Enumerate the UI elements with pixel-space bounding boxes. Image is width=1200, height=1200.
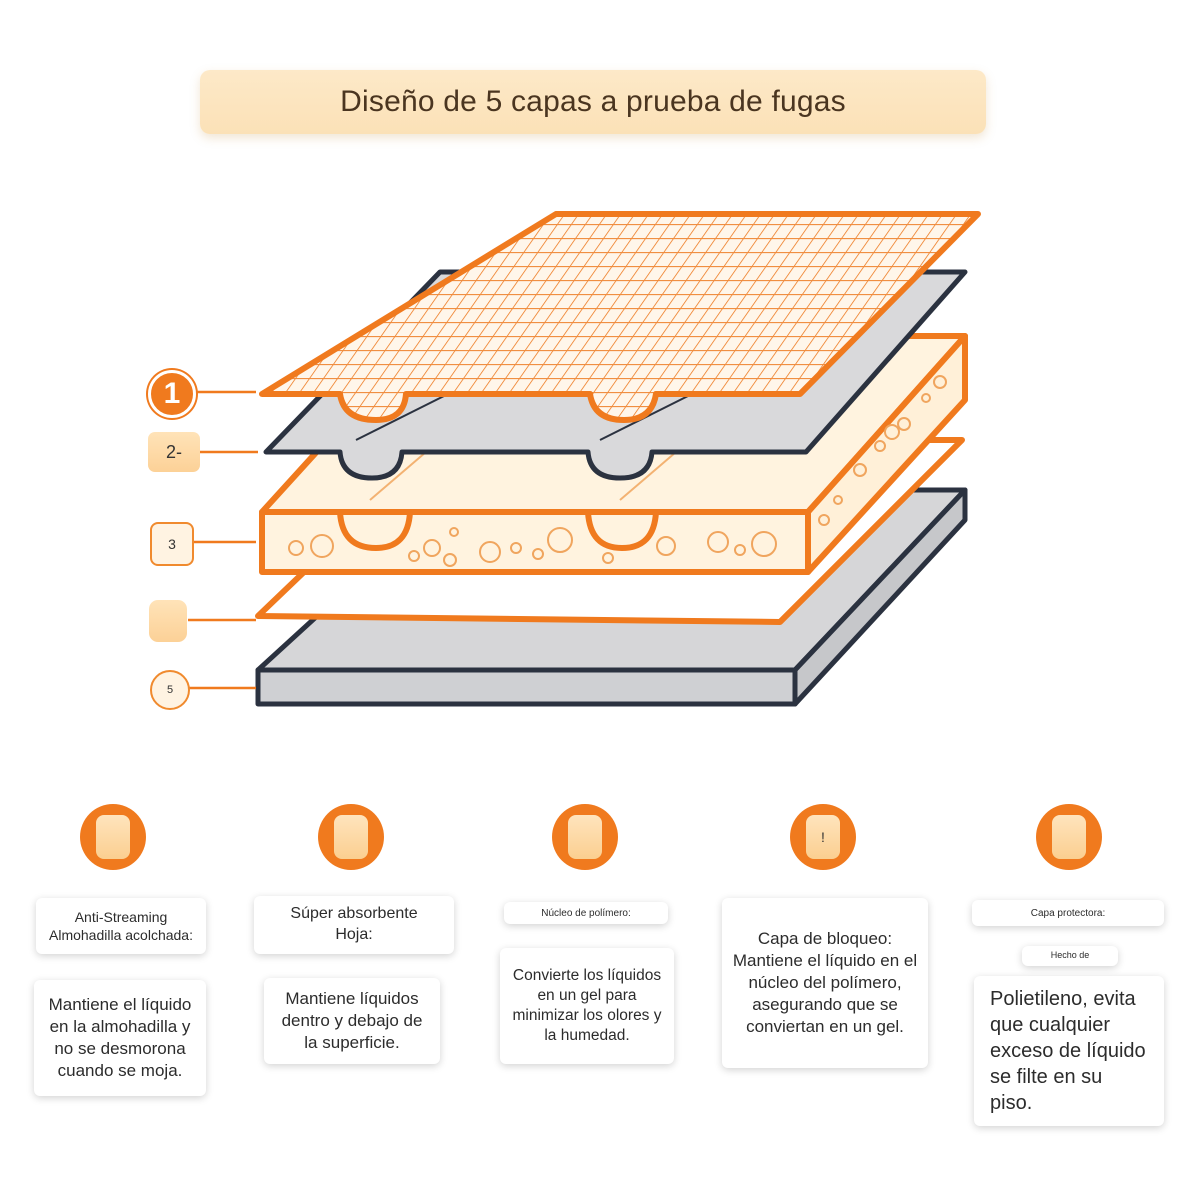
marker-layer-3: 3 bbox=[150, 522, 194, 566]
feature-2-label-line-1: Súper absorbente bbox=[290, 905, 418, 923]
marker-layer-2: 2- bbox=[148, 432, 200, 472]
layer-1-top-mesh bbox=[259, 211, 981, 423]
feature-3-icon bbox=[552, 804, 618, 870]
feature-4-icon-glyph: ! bbox=[806, 815, 840, 859]
feature-5-sub-label: Hecho de bbox=[1022, 946, 1118, 966]
feature-2-icon-glyph bbox=[334, 815, 368, 859]
feature-3-label: Núcleo de polímero: bbox=[504, 902, 668, 924]
feature-2-description: Mantiene líquidos dentro y debajo de la … bbox=[264, 978, 440, 1064]
feature-2-label: Súper absorbente Hoja: bbox=[254, 896, 454, 954]
feature-5-description: Polietileno, evita que cualquier exceso … bbox=[974, 976, 1164, 1126]
feature-5-icon-glyph bbox=[1052, 815, 1086, 859]
feature-5-icon bbox=[1036, 804, 1102, 870]
marker-layer-1: 1 bbox=[148, 370, 196, 418]
marker-layer-4 bbox=[149, 600, 187, 642]
marker-layer-5: 5 bbox=[150, 670, 190, 710]
feature-1-label-line-2: Almohadilla acolchada: bbox=[49, 927, 193, 943]
leader-lines bbox=[188, 390, 258, 690]
feature-1-icon bbox=[80, 804, 146, 870]
feature-1-label-line-1: Anti-Streaming bbox=[74, 908, 168, 925]
feature-5-label: Capa protectora: bbox=[972, 900, 1164, 926]
feature-2-icon bbox=[318, 804, 384, 870]
feature-3-icon-glyph bbox=[568, 815, 602, 859]
feature-2-label-line-2: Hoja: bbox=[335, 926, 373, 943]
feature-1-description: Mantiene el líquido en la almohadilla y … bbox=[34, 980, 206, 1096]
page-title: Diseño de 5 capas a prueba de fugas bbox=[340, 85, 846, 118]
feature-1-icon-glyph bbox=[96, 815, 130, 859]
feature-4-icon: ! bbox=[790, 804, 856, 870]
feature-4-description: Capa de bloqueo: Mantiene el líquido en … bbox=[722, 898, 928, 1068]
feature-1-label: Anti-Streaming Almohadilla acolchada: bbox=[36, 898, 206, 954]
feature-3-description: Convierte los líquidos en un gel para mi… bbox=[500, 948, 674, 1064]
title-banner: Diseño de 5 capas a prueba de fugas bbox=[200, 70, 986, 134]
